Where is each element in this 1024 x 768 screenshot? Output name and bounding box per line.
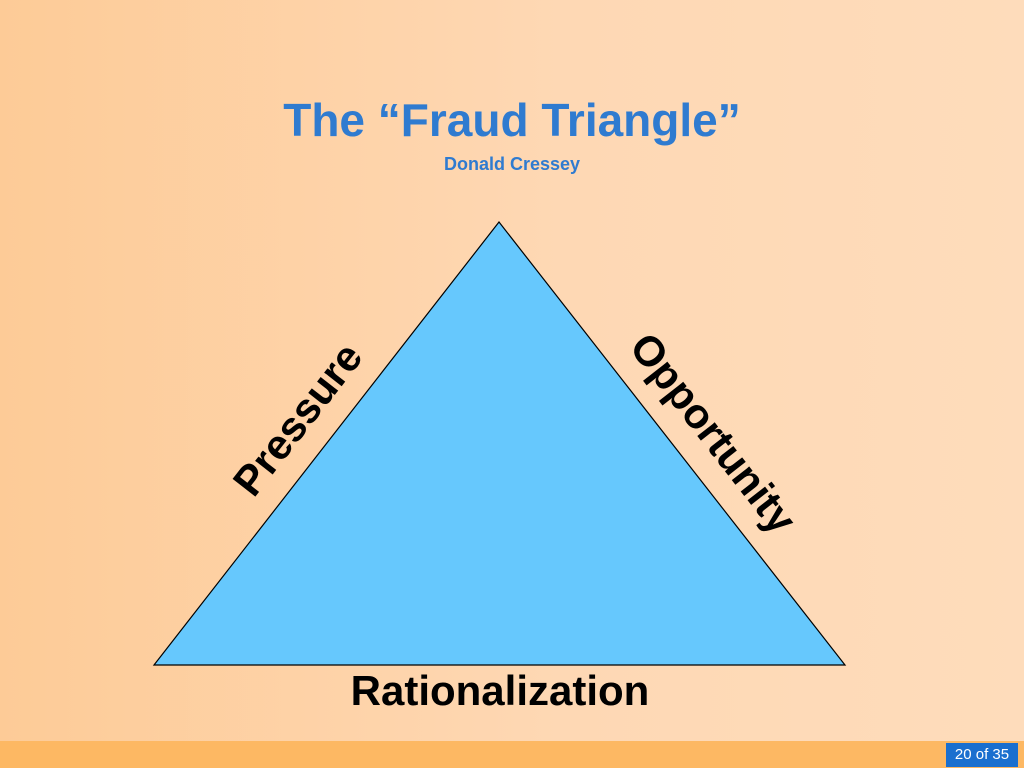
page-indicator: 20 of 35 xyxy=(946,743,1018,767)
slide-subtitle: Donald Cressey xyxy=(443,154,581,174)
fraud-triangle-shape xyxy=(152,221,847,666)
footer-bar xyxy=(0,741,1024,768)
label-rationalization: Rationalization xyxy=(350,667,650,714)
slide-title: The “Fraud Triangle” xyxy=(283,94,741,146)
